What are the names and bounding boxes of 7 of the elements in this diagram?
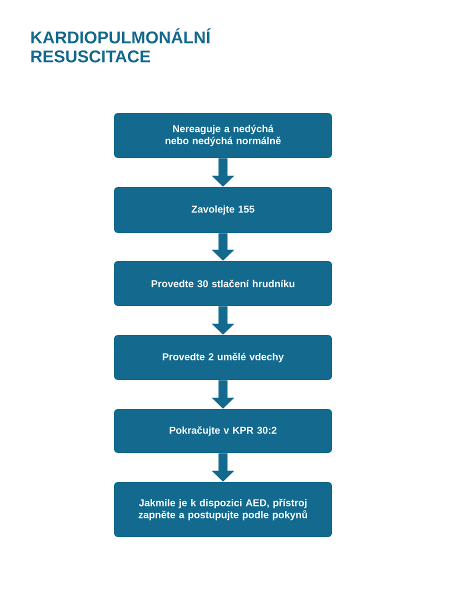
step-box: Nereaguje a nedýchá nebo nedýchá normálně — [114, 113, 332, 158]
step-box: Jakmile je k dispozici AED, přístroj zapněte a postupujte podle pokynů — [114, 482, 332, 537]
step-box: Provedte 30 stlačení hrudníku — [114, 261, 332, 306]
title: KARDIOPULMONÁLNÍ RESUSCITACE — [31, 28, 211, 62]
step-box: Pokračujte v KPR 30:2 — [114, 409, 332, 453]
step-box: Provedte 2 umělé vdechy — [114, 335, 332, 380]
step-box: Zavolejte 155 — [114, 187, 332, 233]
